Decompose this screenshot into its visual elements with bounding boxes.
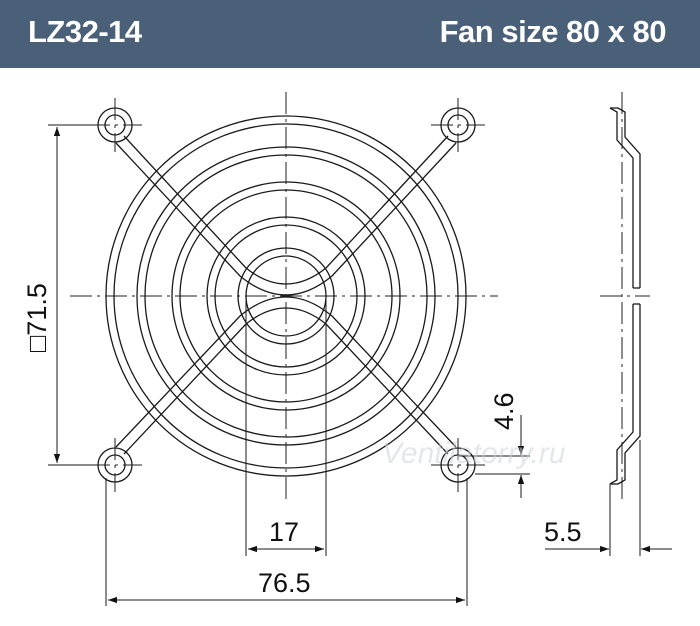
dim-center-opening [245,300,327,556]
title-bar: LZ32-14 Fan size 80 x 80 [0,0,700,68]
dim-overall-width [105,478,468,606]
eyelet-bottom-right [440,447,476,483]
ring-5 [237,247,335,345]
grille-rings [105,115,467,477]
watermark: Ventilatorry.ru [382,437,566,470]
ring-3 [171,181,401,411]
square-size-label: □71.5 [22,283,52,352]
eyelet-top-right [440,107,476,143]
hole-offset-label: 4.6 [489,392,519,430]
model-number: LZ32-14 [28,14,142,49]
side-profile [609,107,641,485]
center-opening-label: 17 [269,517,299,547]
fan-size-label: Fan size 80 x 80 [439,14,667,49]
overall-width-label: 76.5 [258,568,311,598]
dim-square-size [48,124,98,466]
thickness-label: 5.5 [544,517,582,547]
ring-outer [105,115,467,477]
ring-4 [206,216,366,376]
mounting-eyelets [97,107,476,483]
ring-2 [136,146,436,446]
dim-thickness [545,440,672,556]
dim-hole-offset [458,415,530,498]
support-struts [115,135,457,455]
